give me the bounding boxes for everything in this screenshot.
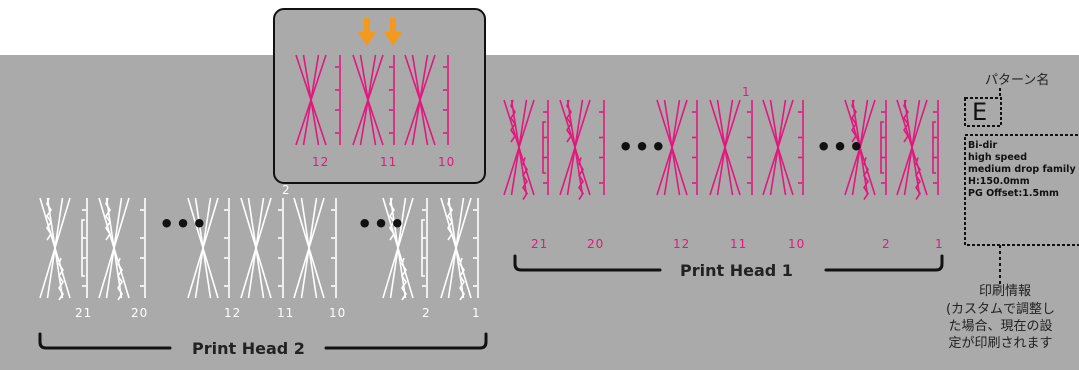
pattern-wavy-line — [903, 99, 909, 143]
ph1-ellipsis-right: ••• — [816, 133, 866, 161]
print-head-2-index: 2 — [282, 183, 291, 197]
pattern-cross-line — [352, 54, 384, 146]
pattern-cross-line — [187, 197, 219, 299]
pattern-wavy-line — [863, 157, 869, 200]
ph1-nozzle-10: 10 — [788, 237, 806, 251]
print-head-2-pattern — [39, 197, 479, 301]
ph1-nozzle-12: 12 — [673, 237, 691, 251]
pattern-cross-line — [559, 99, 591, 196]
ph1-nozzle-21: 21 — [531, 237, 549, 251]
orange-arrow-icon — [358, 18, 376, 46]
pattern-letter: E — [972, 98, 988, 126]
pattern-cross-line — [98, 197, 130, 299]
ph2-nozzle-21: 21 — [75, 306, 93, 320]
pattern-bracket — [81, 219, 85, 277]
ph1-nozzle-20: 20 — [587, 237, 605, 251]
pattern-wavy-line — [46, 197, 52, 241]
zoom-pattern — [295, 54, 449, 146]
pattern-wavy-line — [522, 157, 528, 200]
print-head-1-label: Print Head 1 — [680, 261, 793, 280]
pattern-cross-line — [382, 197, 414, 299]
ph2-nozzle-12: 12 — [224, 306, 242, 320]
zoom-nozzle-12: 12 — [312, 155, 330, 169]
pattern-bracket — [880, 121, 884, 174]
print-head-2-bracket — [38, 332, 488, 350]
pattern-wavy-line — [510, 99, 516, 143]
pattern-wavy-line — [447, 197, 453, 241]
pattern-cross-line — [293, 197, 325, 299]
print-info-speed: high speed — [968, 152, 1028, 163]
pattern-cross-line — [656, 99, 688, 196]
pattern-wavy-line — [105, 197, 111, 241]
pattern-bracket — [542, 121, 546, 174]
pattern-wavy-line — [915, 157, 921, 200]
pattern-wavy-line — [58, 257, 64, 301]
pattern-wavy-line — [389, 197, 395, 241]
pattern-wavy-line — [117, 257, 123, 301]
ph1-ellipsis-left: ••• — [618, 133, 668, 161]
print-info-note-line-1: (カスタムで調整し — [945, 302, 1056, 317]
ph1-nozzle-2: 2 — [882, 237, 891, 251]
zoom-callout-box — [273, 8, 486, 184]
pattern-wavy-line — [578, 157, 584, 200]
print-info-note-line-2: た場合、現在の設 — [948, 319, 1053, 334]
pattern-cross-line — [709, 99, 741, 196]
pattern-cross-line — [503, 99, 535, 196]
ph2-ellipsis-right: ••• — [357, 210, 407, 238]
pattern-cross-line — [844, 99, 876, 196]
pattern-cross-line — [39, 197, 71, 299]
ph2-nozzle-20: 20 — [131, 306, 149, 320]
print-info-label: 印刷情報 — [978, 284, 1031, 299]
zoom-nozzle-11: 11 — [380, 155, 398, 169]
ph2-nozzle-11: 11 — [277, 306, 295, 320]
pattern-bracket — [932, 121, 936, 174]
pattern-name-box — [964, 97, 1002, 127]
pattern-wavy-line — [401, 257, 407, 301]
ph2-ellipsis-left: ••• — [159, 210, 209, 238]
pattern-wavy-line — [851, 99, 857, 143]
ph1-nozzle-1: 1 — [935, 237, 944, 251]
pattern-cross-line — [762, 99, 794, 196]
pattern-wavy-line — [566, 99, 572, 143]
print-info-lines: Bi-dir high speed medium drop family H:1… — [968, 140, 1078, 200]
ph2-nozzle-2: 2 — [422, 306, 431, 320]
print-info-pg-offset: PG Offset:1.5mm — [968, 188, 1059, 199]
ph1-nozzle-11: 11 — [730, 237, 748, 251]
print-info-height: H:150.0mm — [968, 176, 1030, 187]
zoom-nozzle-10: 10 — [438, 155, 456, 169]
pattern-cross-line — [240, 197, 272, 299]
pattern-cross-line — [295, 54, 327, 146]
ph2-nozzle-1: 1 — [472, 306, 481, 320]
print-head-1-bracket — [513, 254, 944, 272]
print-head-1-pattern — [503, 99, 939, 200]
pattern-cross-line — [440, 197, 472, 299]
pattern-cross-line — [896, 99, 928, 196]
print-info-note-line-3: 定が印刷されます — [948, 336, 1053, 351]
print-info-drop: medium drop family — [968, 164, 1076, 175]
pattern-wavy-line — [459, 257, 465, 301]
print-head-1-index: 1 — [742, 85, 751, 99]
print-info-mode: Bi-dir — [968, 140, 998, 151]
pattern-cross-line — [404, 54, 436, 146]
print-info-note: (カスタムで調整し た場合、現在の設 定が印刷されます — [918, 301, 1079, 352]
orange-arrow-icon — [384, 18, 402, 46]
print-info-box — [964, 134, 1079, 246]
ph2-nozzle-10: 10 — [329, 306, 347, 320]
pattern-name-label: パターン名 — [985, 73, 1050, 88]
print-head-2-label: Print Head 2 — [192, 339, 305, 358]
pattern-bracket — [421, 219, 425, 277]
